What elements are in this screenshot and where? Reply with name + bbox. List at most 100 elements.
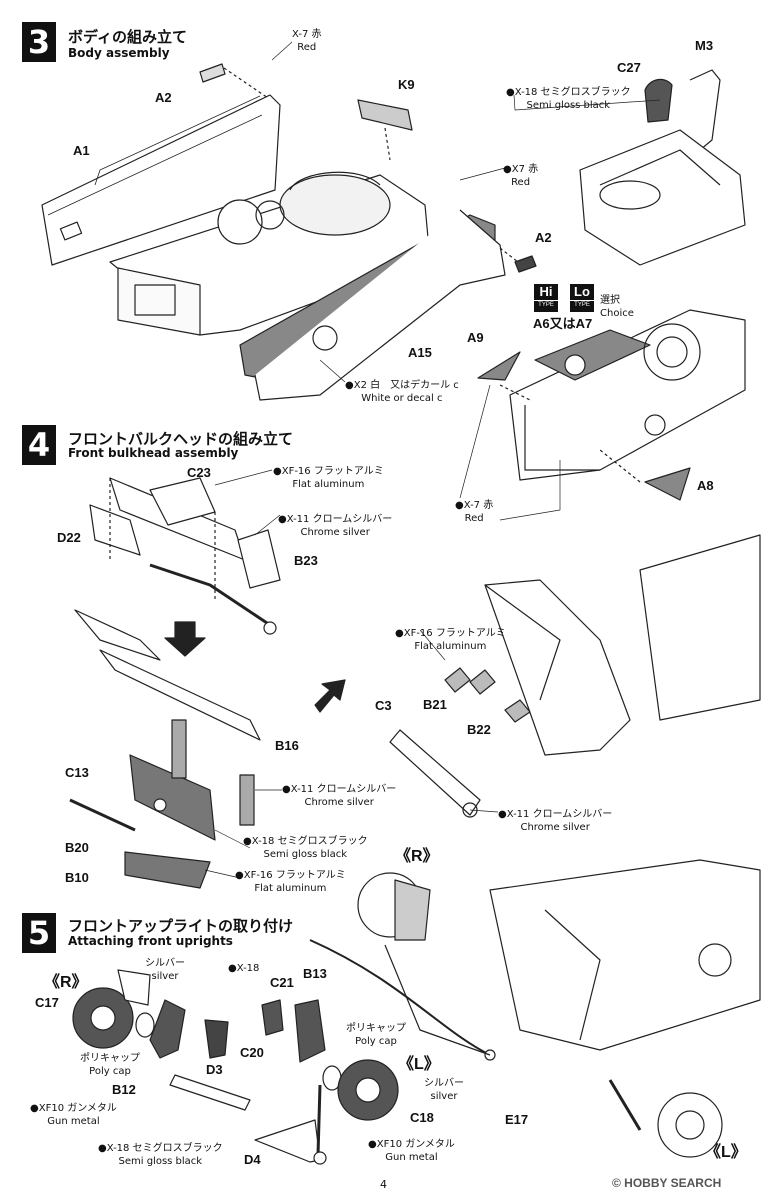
paint-note-xf16-b21: ●XF-16 フラットアルミ Flat aluminum <box>395 627 506 653</box>
paint-note-jp: ●XF-16 フラットアルミ <box>235 870 346 881</box>
paint-note-en: Chrome silver <box>520 822 590 833</box>
paint-note-jp: ●XF-16 フラットアルミ <box>273 466 384 477</box>
paint-note-en: Semi gloss black <box>118 1156 203 1167</box>
paint-note-en: Red <box>297 42 317 53</box>
paint-note-x11-b23: ●X-11 クロームシルバー Chrome silver <box>278 513 392 539</box>
paint-note-x18-c13: ●X-18 セミグロスブラック Semi gloss black <box>243 835 368 861</box>
step-4-title-en: Front bulkhead assembly <box>68 446 239 460</box>
step-3-title-jp: ボディの組み立て <box>68 28 187 46</box>
part-a2-top-drawing <box>199 63 226 83</box>
paint-note-en: Semi gloss black <box>263 849 348 860</box>
step-3-title-en: Body assembly <box>68 46 170 60</box>
paint-note-jp: 選択 <box>600 295 620 306</box>
paint-note-jp: ポリキャップ <box>80 1053 140 1064</box>
paint-note-en: silver <box>151 971 179 982</box>
paint-note-x18-c20: ●X-18 <box>228 962 259 975</box>
paint-note-jp: シルバー <box>145 958 185 969</box>
part-label-b10: B10 <box>65 870 89 885</box>
paint-note-xf10-c17: ●XF10 ガンメタル Gun metal <box>30 1102 117 1128</box>
paint-note-en: White or decal c <box>361 393 443 404</box>
paint-note-jp: ●X-11 クロームシルバー <box>498 809 613 820</box>
paint-note-jp: ●X-11 クロームシルバー <box>278 514 393 525</box>
paint-note-x2: ●X2 白 又はデカール c White or decal c <box>345 379 459 405</box>
paint-note-x11-c3: ●X-11 クロームシルバー Chrome silver <box>498 808 612 834</box>
part-label-b21: B21 <box>423 697 447 712</box>
paint-note-jp: ●X-18 セミグロスブラック <box>506 87 631 98</box>
paint-note-x11-b16: ●X-11 クロームシルバー Chrome silver <box>282 783 396 809</box>
paint-note-jp: ●X-18 セミグロスブラック <box>98 1143 223 1154</box>
part-label-c21: C21 <box>270 975 294 990</box>
part-label-m3: M3 <box>695 38 714 53</box>
part-label-e17: E17 <box>505 1112 529 1127</box>
paint-note-jp: X-7 赤 <box>292 29 322 40</box>
part-label-a1: A1 <box>73 143 90 158</box>
lo-type-badge: Lo TYPE <box>570 284 594 312</box>
down-arrow-icon <box>164 621 206 657</box>
paint-note-en: Gun metal <box>47 1116 100 1127</box>
hi-type-badge: Hi TYPE <box>534 284 558 312</box>
paint-note-en: Chrome silver <box>300 527 370 538</box>
part-label-c18: C18 <box>410 1110 434 1125</box>
paint-note-x7-mid: ●X7 赤 Red <box>503 163 538 189</box>
paint-note-en: Poly cap <box>355 1036 397 1047</box>
paint-note-en: Flat aluminum <box>292 479 365 490</box>
badge-sub: TYPE <box>534 300 558 309</box>
paint-note-en: Red <box>511 177 531 188</box>
paint-note-en: Flat aluminum <box>254 883 327 894</box>
paint-note-x18-b12: ●X-18 セミグロスブラック Semi gloss black <box>98 1142 223 1168</box>
part-label-a2-top: A2 <box>155 90 172 105</box>
cockpit-tub-drawing <box>109 171 431 336</box>
page-number: 4 <box>380 1178 387 1191</box>
paint-note-en: Choice <box>600 308 634 319</box>
step-4-title-jp: フロントバルクヘッドの組み立て <box>68 430 294 448</box>
part-label-b20: B20 <box>65 840 89 855</box>
part-a1-drawing <box>41 94 281 266</box>
paint-note-xf10-c18: ●XF10 ガンメタル Gun metal <box>368 1138 455 1164</box>
part-m3-drawing <box>689 69 721 151</box>
badge-text: Hi <box>539 284 553 299</box>
paint-note-xf16-b10: ●XF-16 フラットアルミ Flat aluminum <box>235 869 346 895</box>
part-label-k9: K9 <box>398 77 415 92</box>
paint-note-en: Red <box>464 513 484 524</box>
step-5-title-jp: フロントアップライトの取り付け <box>68 917 294 935</box>
part-a2-right-drawing <box>514 255 537 273</box>
paint-note-polycap-right: ポリキャップ Poly cap <box>346 1022 406 1048</box>
part-label-c20: C20 <box>240 1045 264 1060</box>
part-b23-drawing <box>237 529 281 589</box>
paint-note-en: silver <box>430 1091 458 1102</box>
paint-note-x7-bottom: ●X-7 赤 Red <box>455 499 493 525</box>
part-label-a6-a7: A6又はA7 <box>533 316 593 331</box>
chassis-step5-drawing <box>309 859 761 1158</box>
paint-note-en: Chrome silver <box>304 797 374 808</box>
part-a9-drawing <box>477 351 521 381</box>
paint-note-jp: ●X7 赤 <box>503 164 539 175</box>
part-label-d3: D3 <box>206 1062 223 1077</box>
part-label-a15: A15 <box>408 345 432 360</box>
paint-note-silver-r: シルバー silver <box>145 957 185 983</box>
part-label-l-bottom: 《L》 <box>705 1144 747 1161</box>
part-label-r-step5: 《R》 <box>44 974 88 991</box>
paint-note-jp: ●X-7 赤 <box>455 500 494 511</box>
paint-note-xf16-c23: ●XF-16 フラットアルミ Flat aluminum <box>273 465 384 491</box>
part-label-a8: A8 <box>697 478 714 493</box>
part-label-c3: C3 <box>375 698 392 713</box>
part-label-r-top: 《R》 <box>395 848 439 865</box>
step-5-number: 5 <box>22 913 56 953</box>
paint-note-en: Semi gloss black <box>526 100 611 111</box>
part-label-c13: C13 <box>65 765 89 780</box>
paint-note-jp: ●X-18 <box>228 963 260 974</box>
part-label-b16: B16 <box>275 738 299 753</box>
paint-note-jp: ●X-18 セミグロスブラック <box>243 836 368 847</box>
part-label-a9: A9 <box>467 330 484 345</box>
part-a8-drawing <box>644 467 691 501</box>
right-arrow-icon <box>314 679 346 713</box>
part-label-d4: D4 <box>244 1152 261 1167</box>
front-chassis-drawing <box>389 534 761 818</box>
paint-note-jp: ポリキャップ <box>346 1023 406 1034</box>
part-label-b22: B22 <box>467 722 491 737</box>
upright-parts-drawing <box>72 969 399 1165</box>
paint-note-en: Gun metal <box>385 1152 438 1163</box>
step-5-title-en: Attaching front uprights <box>68 934 233 948</box>
badge-sub: TYPE <box>570 300 594 309</box>
